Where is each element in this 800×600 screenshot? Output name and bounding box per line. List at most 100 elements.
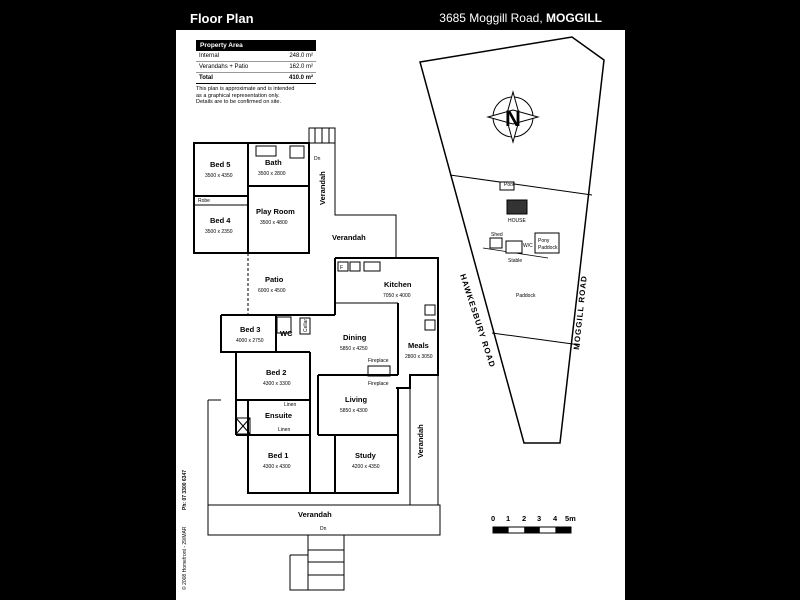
shower <box>289 145 305 159</box>
room-dim: 7050 x 4000 <box>383 293 411 299</box>
property-address: 3685 Moggill Road, MOGGILL <box>439 11 602 25</box>
fridge-box <box>337 261 349 272</box>
pony-paddock-outline <box>534 232 560 254</box>
room-name: Linen <box>284 402 296 408</box>
stair-label: Dn <box>320 526 327 532</box>
room-name: Bed 2 <box>266 368 286 377</box>
copyright-credit: © 2008 Homefront - 29/MAR <box>181 526 188 590</box>
room-dim: 2800 x 3050 <box>405 354 433 360</box>
room-dim: 3500 x 4350 <box>205 173 233 179</box>
room-name: Verandah <box>298 510 332 519</box>
stair-side <box>289 554 309 591</box>
room-dim: 3500 x 4800 <box>260 220 288 226</box>
site-label: Paddock <box>538 245 558 251</box>
room-dim: 3500 x 2800 <box>258 171 286 177</box>
disclaimer-note: This plan is approximate and is intended… <box>196 86 316 106</box>
scale-tick: 4 <box>553 514 558 523</box>
room-name: Robe <box>198 198 210 204</box>
scale-tick: 3 <box>537 514 541 523</box>
scale-tick: 1 <box>506 514 510 523</box>
site-label: Stable <box>508 258 522 264</box>
room-dim: 3500 x 2350 <box>205 229 233 235</box>
wc-box <box>276 316 292 334</box>
shower-mark <box>235 417 251 435</box>
site-label: HOUSE <box>508 218 526 224</box>
table-row: Internal 248.0 m² <box>196 51 316 62</box>
note-line: Details are to be confirmed on site. <box>196 99 281 105</box>
floor-plan-title: Floor Plan <box>190 11 254 26</box>
area-total-value: 410.0 m² <box>273 72 316 84</box>
site-label: Paddock <box>516 293 536 299</box>
shed-outline <box>489 237 503 249</box>
area-value: 248.0 m² <box>273 51 316 62</box>
north-compass: N <box>486 90 540 144</box>
room-name: Verandah <box>332 233 366 242</box>
shower <box>235 417 251 435</box>
scale-bar: 0 1 2 3 4 5m <box>491 514 576 534</box>
room-name: Meals <box>408 341 429 350</box>
room-name: Living <box>345 395 368 404</box>
room-dim: 4300 x 4300 <box>263 464 291 470</box>
room-name: Kitchen <box>384 280 412 289</box>
room-name: Cellar <box>303 319 309 332</box>
compass-north-label: N <box>505 106 521 131</box>
scale-tick: 0 <box>491 514 495 523</box>
site-label: Pool <box>504 182 514 188</box>
fridge-box <box>349 261 361 272</box>
area-value: 162.0 m² <box>273 61 316 73</box>
pantry-box <box>424 304 436 316</box>
room-dim: 4200 x 4350 <box>352 464 380 470</box>
scale-tick: 5m <box>565 514 576 523</box>
room-dim: 5850 x 4250 <box>340 346 368 352</box>
room-name: Study <box>355 451 377 460</box>
lot-boundary <box>449 174 593 196</box>
room-name: Bed 4 <box>210 216 231 225</box>
house-footprint <box>506 199 528 215</box>
room-name: Bath <box>265 158 282 167</box>
site-label: Pony <box>538 238 550 244</box>
property-area-heading: Property Area <box>196 40 316 51</box>
room-name: Bed 3 <box>240 325 260 334</box>
room-name: Verandah <box>318 171 327 205</box>
room-dim: 4000 x 2750 <box>236 338 264 344</box>
lot-boundary <box>491 332 581 346</box>
property-area-table: Property Area Internal 248.0 m² Verandah… <box>196 40 316 106</box>
cooktop <box>363 261 381 272</box>
room-name: Bed 5 <box>210 160 230 169</box>
stable-outline <box>505 240 523 254</box>
pantry-box <box>424 319 436 331</box>
note-line: This plan is approximate and is intended <box>196 86 295 92</box>
table-row: Verandahs + Patio 162.0 m² <box>196 61 316 73</box>
room-name: WC <box>280 329 293 338</box>
room-name: Dining <box>343 333 367 342</box>
verandah-bottom <box>207 504 441 536</box>
room-dim: 4300 x 3300 <box>263 381 291 387</box>
bath-tub <box>255 145 277 157</box>
table-row-total: Total 410.0 m² <box>196 72 316 84</box>
fireplace-label: Fireplace <box>368 381 389 387</box>
phone-credit: Ph: 07 3300 6347 <box>182 470 188 510</box>
address-street: 3685 Moggill Road, <box>439 11 546 25</box>
room-dim: 5850 x 4300 <box>340 408 368 414</box>
cellar-box <box>299 317 311 335</box>
room-dim: 6000 x 4500 <box>258 288 286 294</box>
room-name: Ensuite <box>265 411 292 420</box>
fireplace-label: Fireplace <box>368 358 389 364</box>
room-name: Verandah <box>416 424 425 458</box>
room-name: Play Room <box>256 207 295 216</box>
area-label: Internal <box>196 51 274 62</box>
site-label: W/C <box>523 243 533 249</box>
scale-tick: 2 <box>522 514 526 523</box>
fireplace-box <box>367 365 391 377</box>
room-name: Patio <box>265 275 284 284</box>
appliance-label: F <box>340 265 343 271</box>
room-name: Bed 1 <box>268 451 288 460</box>
note-line: as a graphical representation only. <box>196 92 280 99</box>
pool-outline <box>499 181 515 191</box>
site-label: Shed <box>491 232 503 238</box>
address-suburb: MOGGILL <box>546 11 602 25</box>
kitchen-outline <box>335 257 439 389</box>
verandah-outline <box>308 142 397 258</box>
stair-label: Dn <box>314 156 321 162</box>
